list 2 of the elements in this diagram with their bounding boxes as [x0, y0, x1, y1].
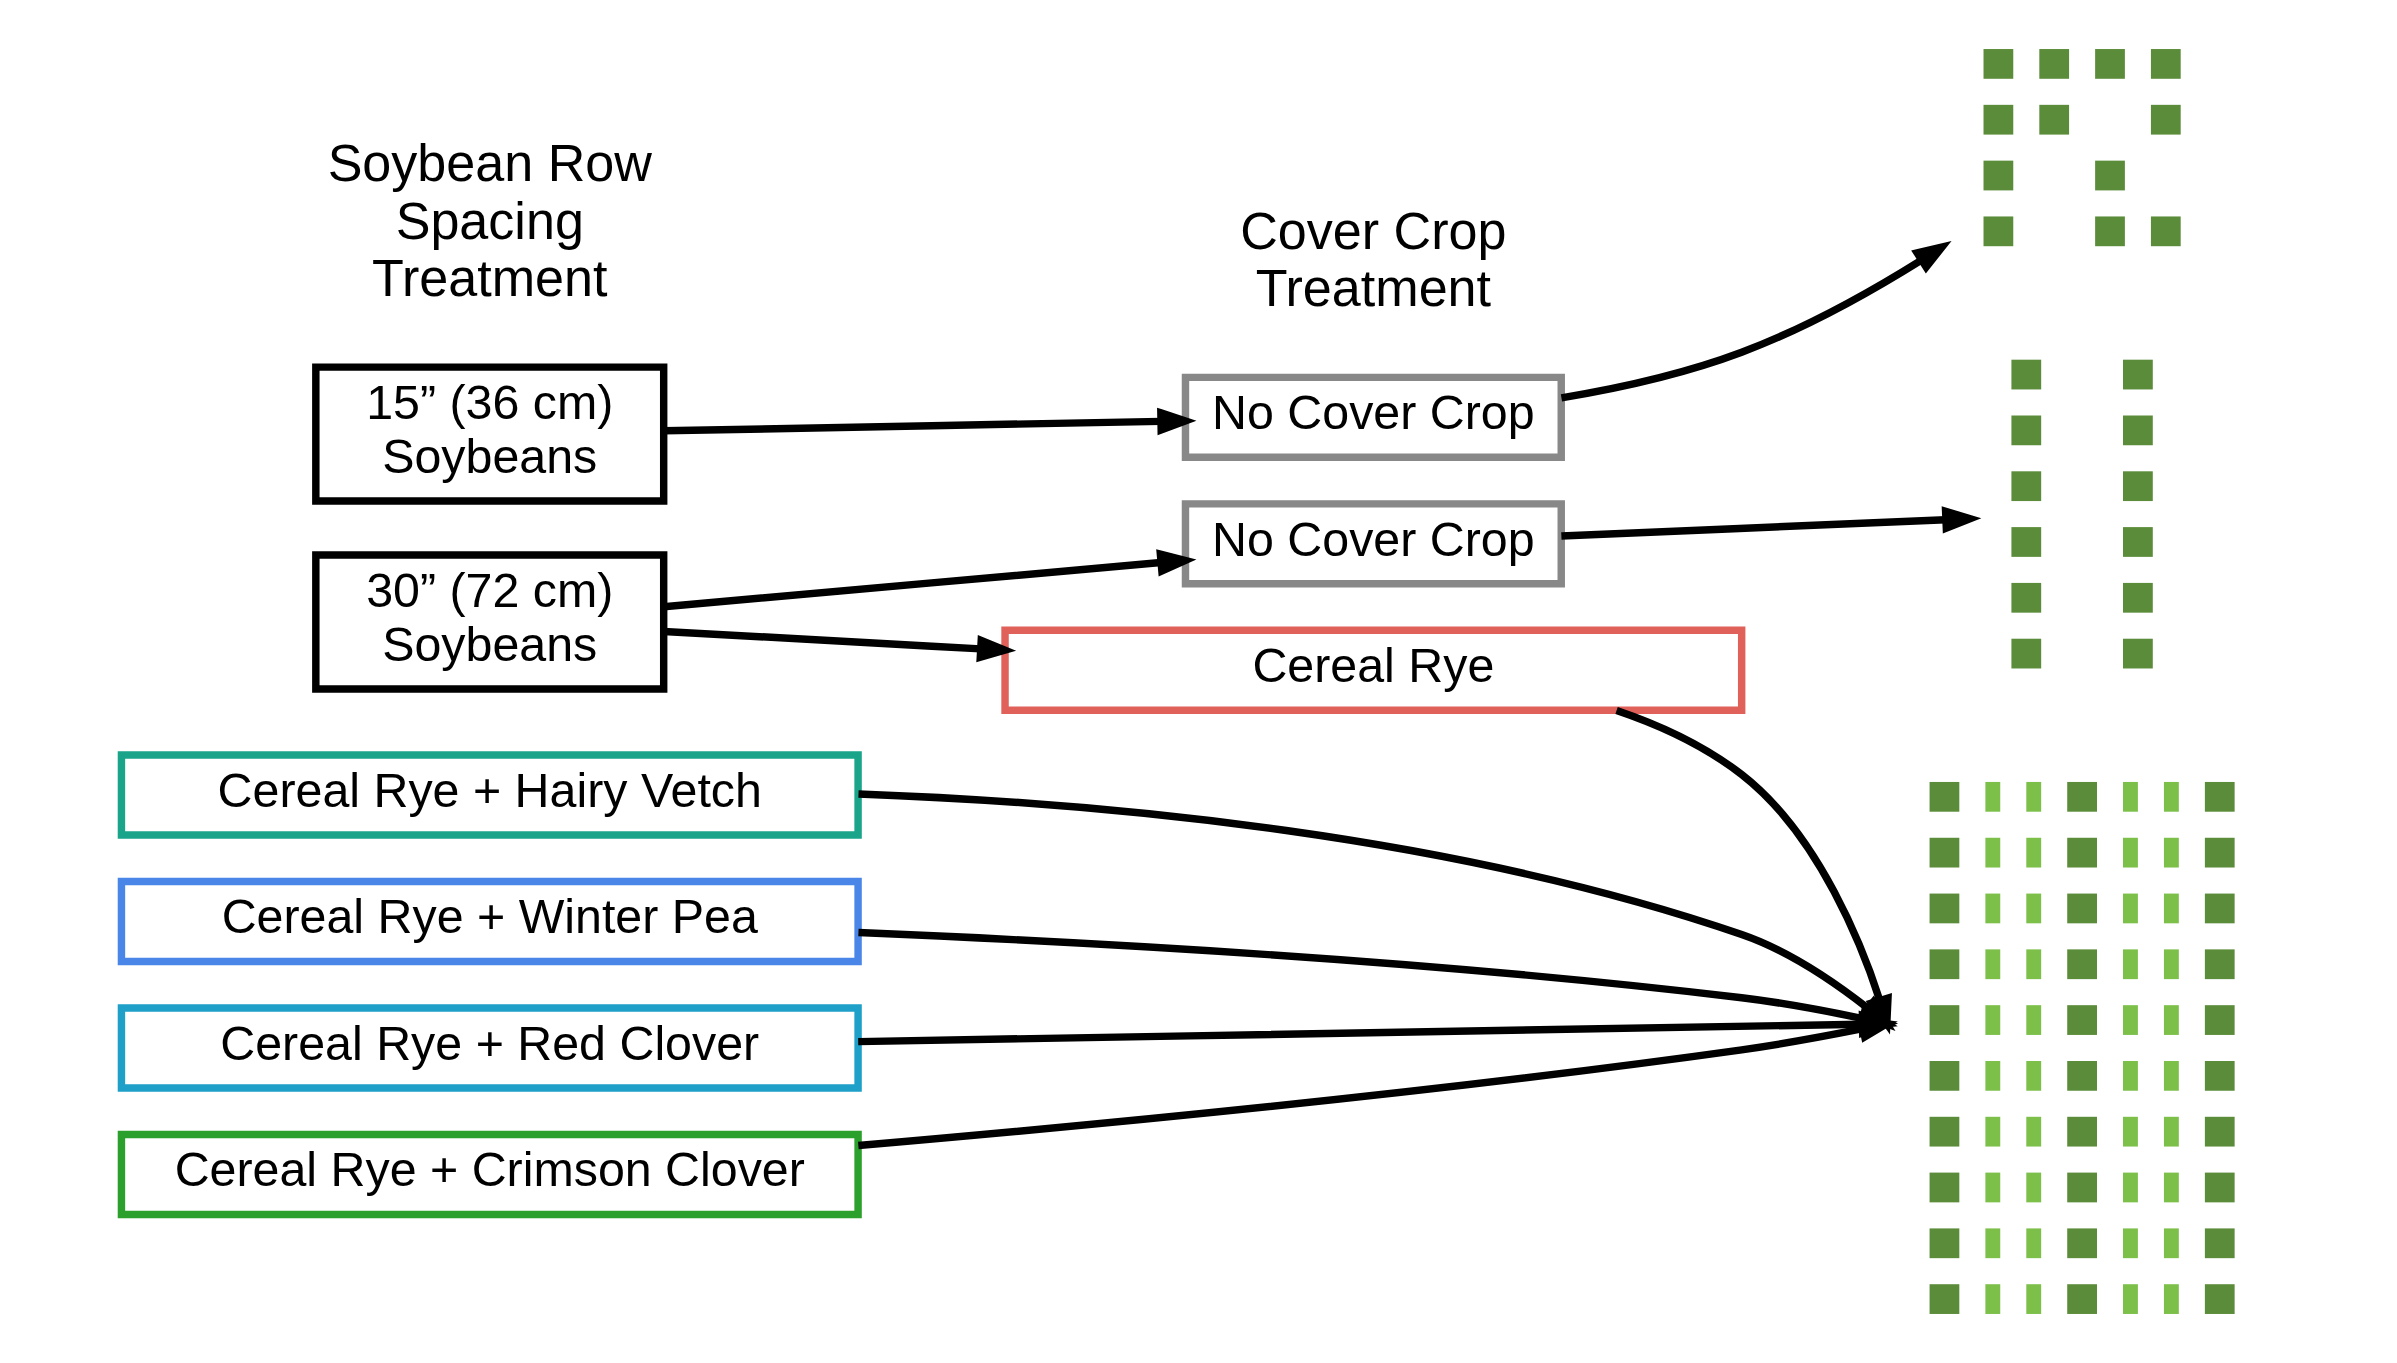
- label: Soybean Row Spacing Treatment: [327, 133, 652, 308]
- label: Cover Crop Treatment: [1240, 201, 1507, 318]
